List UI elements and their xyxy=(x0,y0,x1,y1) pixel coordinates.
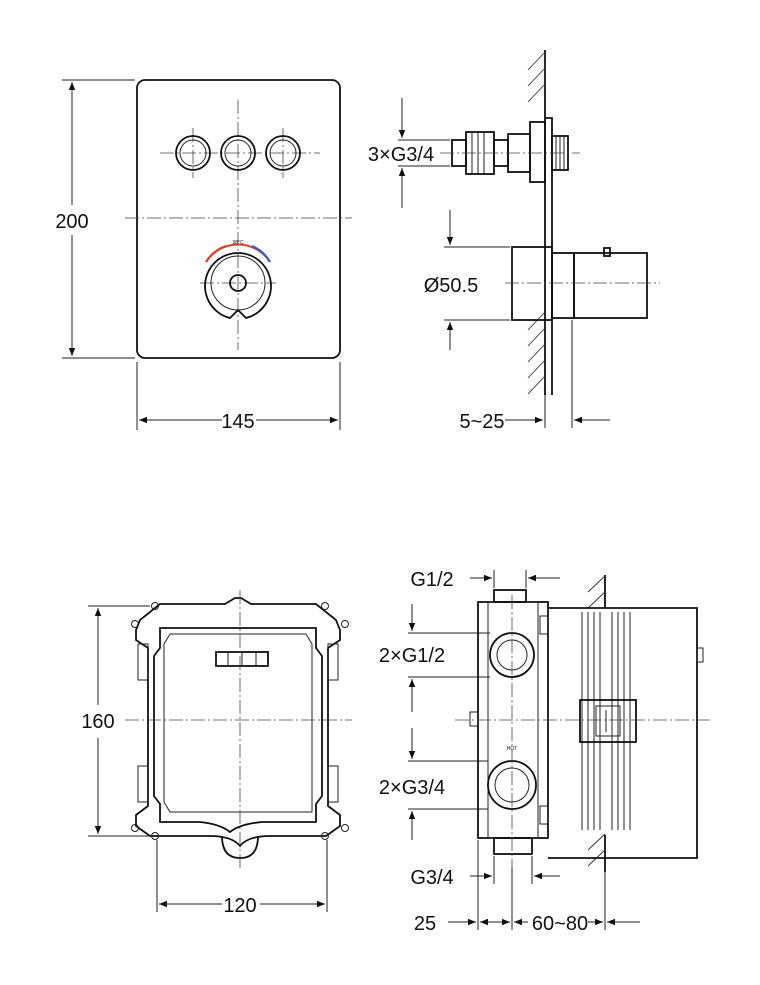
box-outer-frame xyxy=(135,597,341,848)
outlet-button-2 xyxy=(220,135,256,171)
thermostatic-handle xyxy=(204,243,272,319)
dim-front-height: 200 xyxy=(55,211,88,233)
handle-side xyxy=(511,246,648,321)
dim-side-outlets: 2×G3/4 xyxy=(379,777,445,799)
side-view: 3×G3/4 Ø50.5 5~25 xyxy=(368,50,660,433)
dim-box-width: 120 xyxy=(223,895,256,917)
dim-box-front-depth: 25 xyxy=(414,913,436,935)
dim-box-height: 160 xyxy=(81,711,114,733)
outlet-button-3 xyxy=(265,135,301,171)
dim-wall-adjust: 5~25 xyxy=(459,411,504,433)
cover-plate xyxy=(136,79,341,359)
box-side-view: HOT G1/2 2×G1/2 xyxy=(379,569,710,935)
dim-top-inlet: G1/2 xyxy=(410,569,453,591)
dim-bottom-inlet: G3/4 xyxy=(410,867,453,889)
box-inner-frame xyxy=(153,627,323,834)
temperature-mark: 38°C xyxy=(232,240,244,246)
box-front-view: 160 120 xyxy=(81,590,352,917)
dim-side-inlets: 2×G1/2 xyxy=(379,645,445,667)
wall-hatching xyxy=(527,51,546,395)
dim-handle-diameter: Ø50.5 xyxy=(424,275,478,297)
outlet-cartridge xyxy=(451,121,569,183)
dim-box-wall-depth: 60~80 xyxy=(532,913,588,935)
front-view: 38°C 200 145 xyxy=(55,79,352,433)
outlet-button-1 xyxy=(175,135,211,171)
dim-outlet-threads: 3×G3/4 xyxy=(368,144,434,166)
dim-front-width: 145 xyxy=(221,411,254,433)
